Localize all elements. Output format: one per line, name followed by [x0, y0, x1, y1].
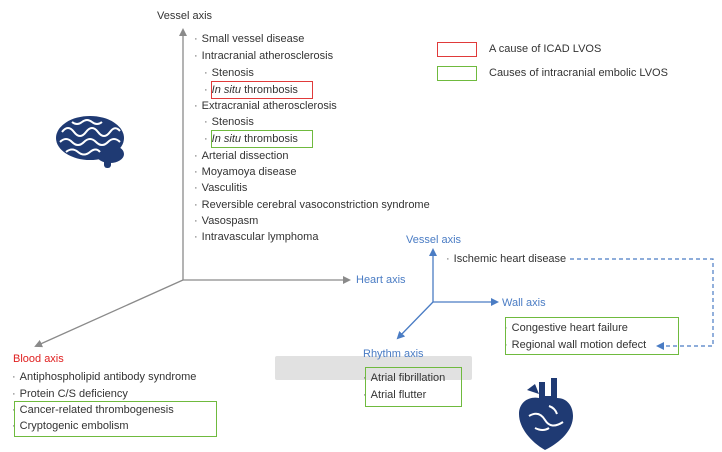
list-item: ·Vasculitis	[194, 182, 248, 194]
ischemic-connector	[570, 258, 714, 350]
heart-icon	[519, 378, 573, 450]
embolic-highlight-box	[211, 130, 313, 148]
legend-icad-label: A cause of ICAD LVOS	[489, 43, 602, 55]
list-item: ·In situ thrombosis	[204, 133, 298, 145]
icad-highlight-box	[211, 81, 313, 99]
rhythm-embolic-box	[365, 367, 462, 407]
list-item: ·In situ thrombosis	[204, 84, 298, 96]
wall-embolic-box	[505, 317, 679, 355]
brain-icon	[56, 116, 124, 168]
rhythm-axis-label: Rhythm axis	[363, 348, 424, 360]
vessel-axis-label: Vessel axis	[157, 10, 213, 22]
legend-embolic-swatch	[437, 66, 477, 81]
list-item: ·Cryptogenic embolism	[12, 420, 129, 432]
list-item: ·Moyamoya disease	[194, 166, 297, 178]
list-item: ·Atrial fibrillation	[363, 372, 446, 384]
list-item: ·Arterial dissection	[194, 150, 289, 162]
list-item: ·Extracranial atherosclerosis	[194, 100, 337, 112]
list-item: ·Stenosis	[204, 67, 254, 79]
list-item: ·Atrial flutter	[363, 389, 427, 401]
viewer-toolbar[interactable]	[275, 356, 472, 380]
blood-embolic-box	[14, 401, 217, 437]
legend-embolic-label: Causes of intracranial embolic LVOS	[489, 67, 668, 79]
list-item: ·Protein C/S deficiency	[12, 388, 128, 400]
list-item: ·Stenosis	[204, 116, 254, 128]
list-item: ·Intravascular lymphoma	[194, 231, 319, 243]
list-item: ·Vasospasm	[194, 215, 259, 227]
list-item: ·Antiphospholipid antibody syndrome	[12, 371, 197, 383]
legend-icad-swatch	[437, 42, 477, 57]
heart-axis-label: Heart axis	[356, 274, 406, 286]
blood-axis-line	[34, 279, 184, 348]
list-item: ·Cancer-related thrombogenesis	[12, 404, 174, 416]
list-item: ·Small vessel disease	[194, 33, 305, 45]
rhythm-axis-line	[396, 301, 434, 340]
blood-axis-label: Blood axis	[13, 353, 64, 365]
wall-axis-label: Wall axis	[502, 297, 546, 309]
list-item: ·Reversible cerebral vasoconstriction sy…	[194, 199, 430, 211]
heart-vessel-axis-label: Vessel axis	[406, 234, 462, 246]
list-item: ·Intracranial atherosclerosis	[194, 50, 334, 62]
list-item: ·Ischemic heart disease	[446, 253, 567, 265]
